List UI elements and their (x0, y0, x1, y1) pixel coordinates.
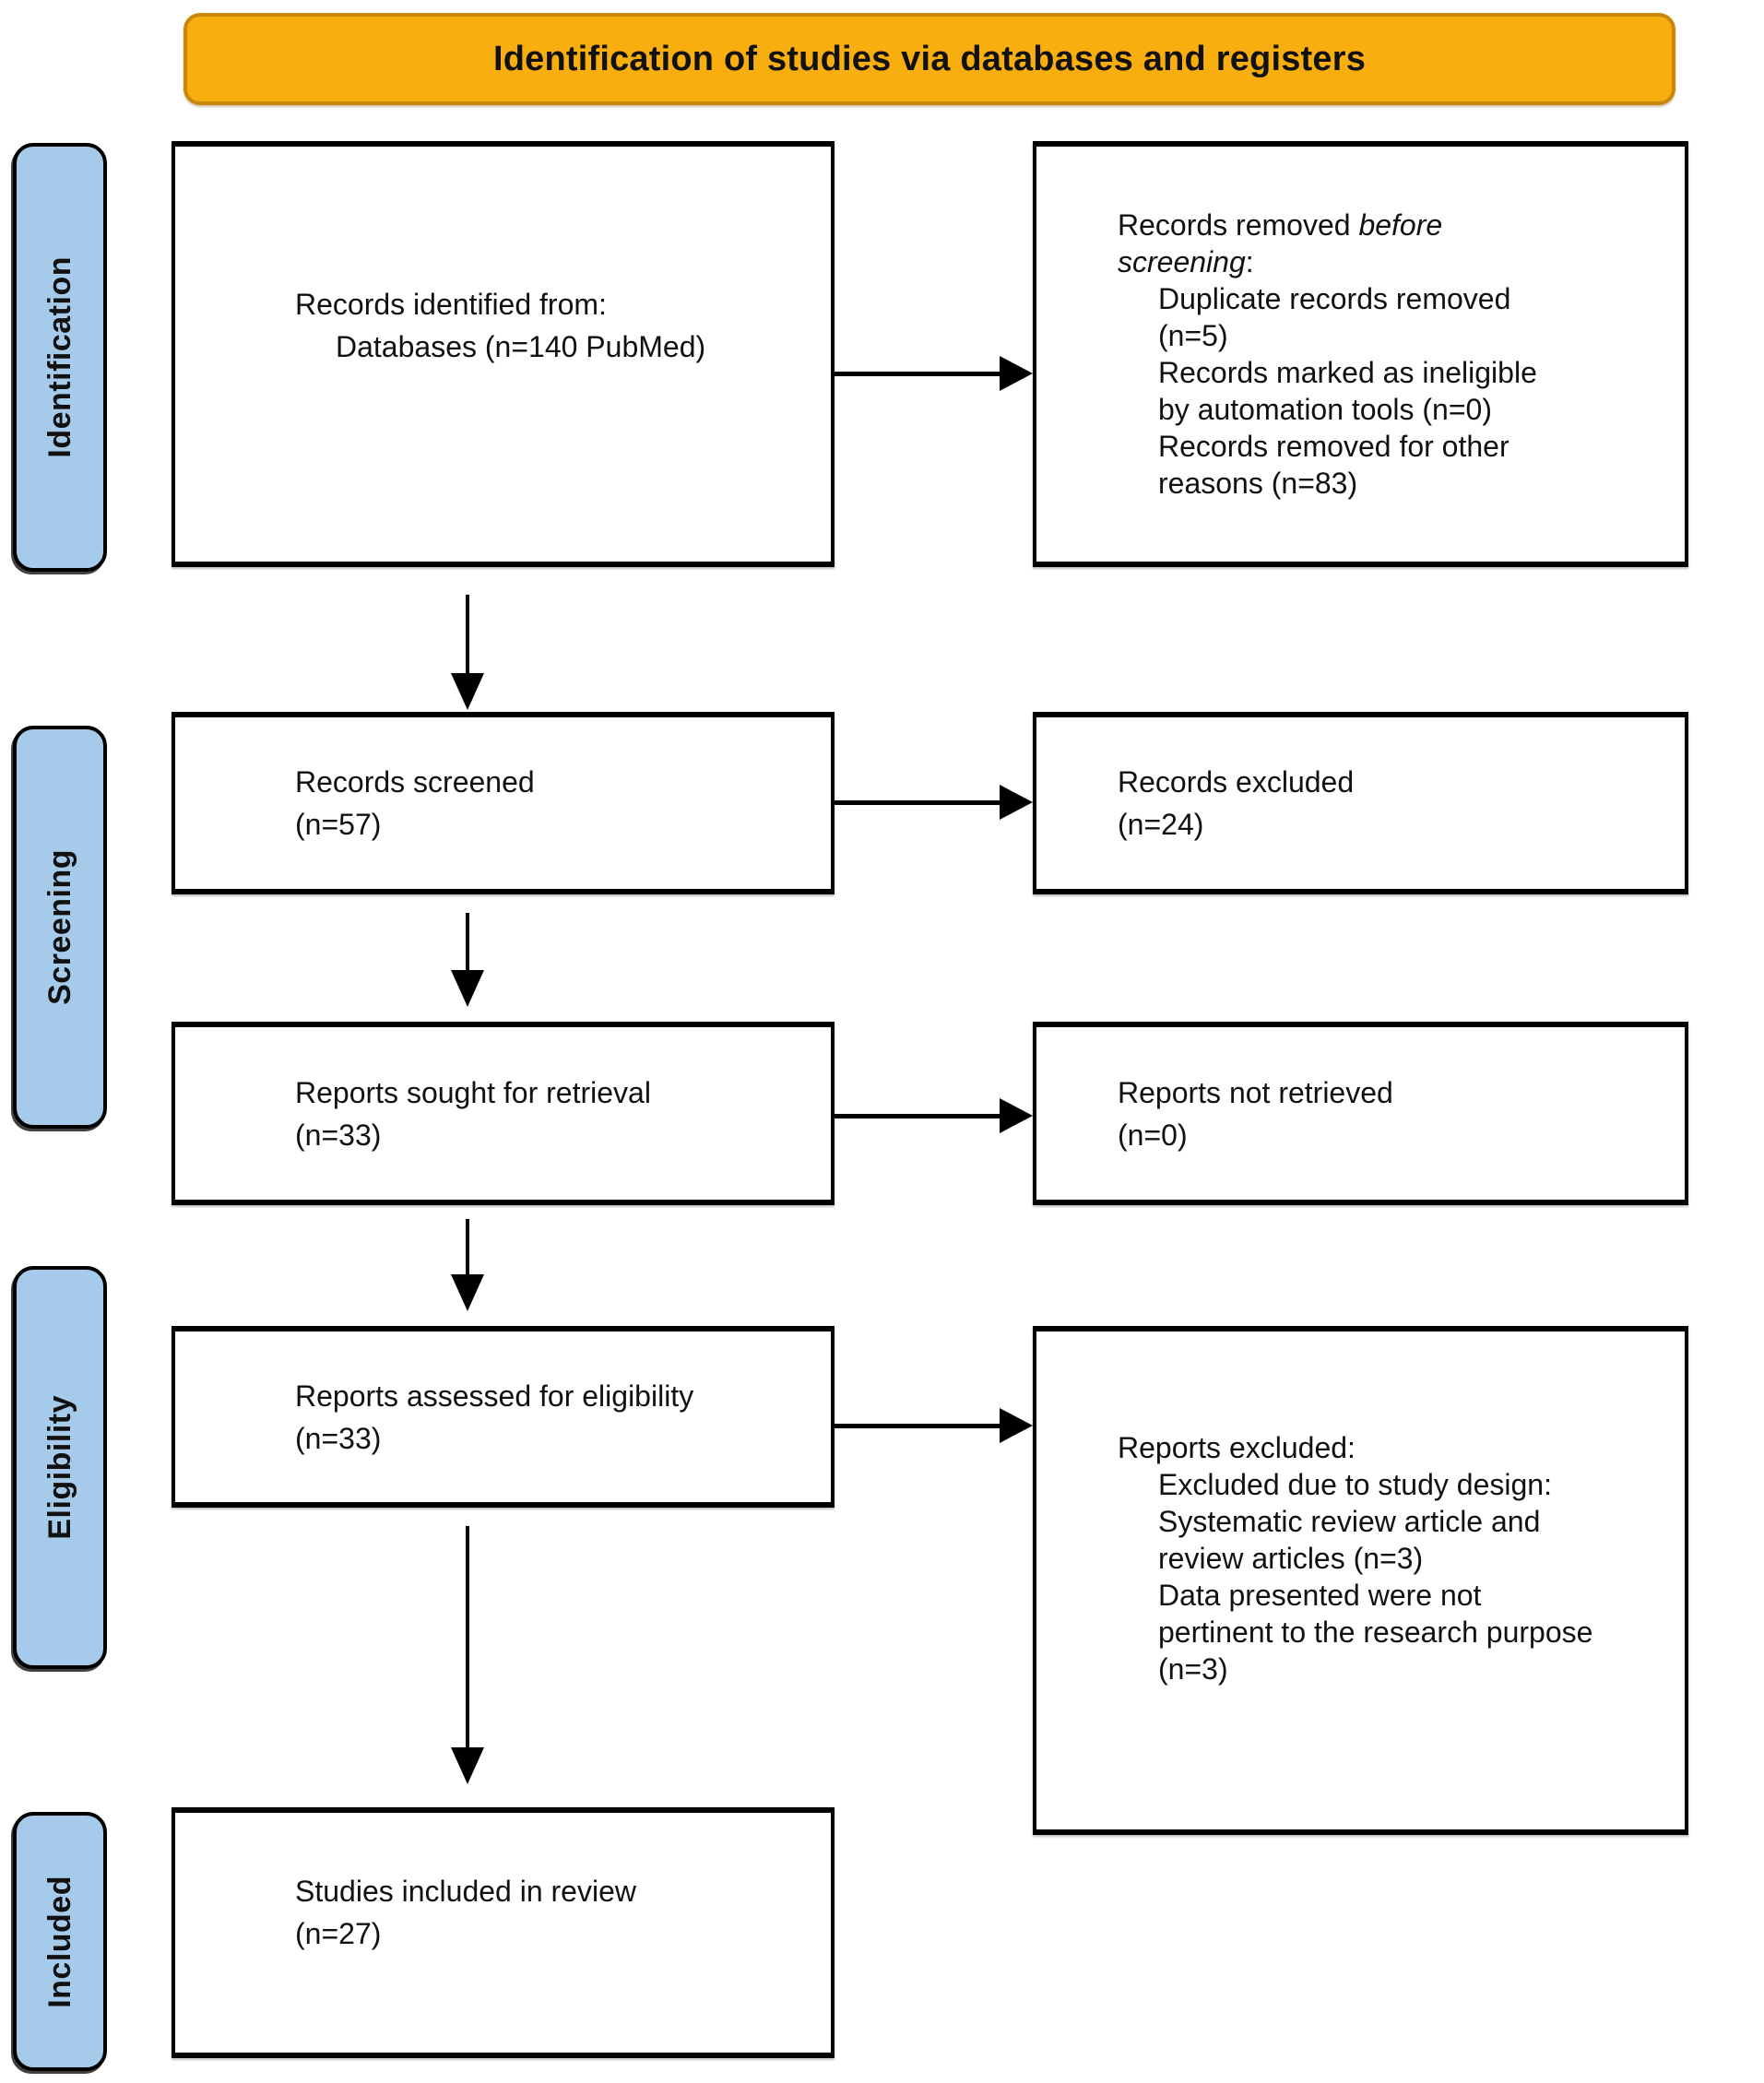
box-records-identified-line1: Records identified from: (295, 288, 607, 321)
box-records-excluded-line2: (n=24) (1118, 808, 1204, 841)
arrowhead-down-icon (451, 673, 484, 710)
box-records-excluded: Records excluded (n=24) (1033, 712, 1688, 894)
arrow-sought-to-assessed (451, 1219, 484, 1311)
box-reports-assessed-line1: Reports assessed for eligibility (295, 1379, 694, 1413)
arrowhead-down-icon (451, 970, 484, 1007)
phase-label-identification-text: Identification (41, 256, 77, 458)
arrowhead-right-icon (1000, 1408, 1033, 1443)
box-reports-assessed-line2: (n=33) (295, 1421, 382, 1455)
box-reports-not-retrieved: Reports not retrieved (n=0) (1033, 1022, 1688, 1205)
phase-label-eligibility: Eligibility (13, 1266, 107, 1669)
arrowhead-down-icon (451, 1747, 484, 1784)
arrow-shaft (466, 1526, 469, 1747)
box-records-removed-item: reasons (n=83) (1158, 467, 1358, 500)
arrow-shaft (466, 595, 469, 673)
phase-label-screening-text: Screening (41, 849, 77, 1005)
box-studies-included: Studies included in review (n=27) (172, 1807, 835, 2058)
arrow-screened-to-excluded (835, 785, 1033, 820)
box-reports-not-retrieved-line1: Reports not retrieved (1118, 1075, 1393, 1109)
box-records-screened-line1: Records screened (295, 765, 535, 799)
box-reports-sought-line2: (n=33) (295, 1118, 382, 1152)
arrow-shaft (835, 799, 1000, 805)
box-reports-excluded-item: review articles (n=3) (1158, 1542, 1424, 1575)
arrow-assessed-to-included (451, 1526, 484, 1784)
box-reports-sought: Reports sought for retrieval (n=33) (172, 1022, 835, 1205)
arrow-sought-to-not-retrieved (835, 1098, 1033, 1133)
box-reports-excluded: Reports excluded: Excluded due to study … (1033, 1326, 1688, 1835)
arrow-shaft (835, 371, 1000, 376)
arrowhead-right-icon (1000, 1098, 1033, 1133)
arrow-shaft (466, 913, 469, 970)
box-records-removed-title-line2: screening: (1118, 245, 1254, 278)
box-studies-included-line1: Studies included in review (295, 1875, 636, 1908)
box-records-removed: Records removed before screening: Duplic… (1033, 141, 1688, 567)
arrow-screened-to-sought (451, 913, 484, 1007)
box-records-removed-item: Records marked as ineligible (1158, 356, 1537, 389)
phase-label-included-text: Included (41, 1875, 77, 2008)
box-records-removed-item: (n=5) (1158, 319, 1228, 352)
arrow-shaft (835, 1113, 1000, 1118)
phase-label-screening: Screening (13, 726, 107, 1129)
arrow-shaft (835, 1423, 1000, 1428)
box-reports-excluded-item: Systematic review article and (1158, 1505, 1541, 1538)
box-reports-excluded-item: pertinent to the research purpose (1158, 1616, 1593, 1649)
arrow-identified-to-removed (835, 356, 1033, 391)
box-records-removed-item: by automation tools (n=0) (1158, 393, 1492, 426)
arrowhead-down-icon (451, 1274, 484, 1311)
box-records-screened-line2: (n=57) (295, 808, 382, 841)
box-records-removed-item: Records removed for other (1158, 430, 1509, 463)
arrow-identified-to-screened (451, 595, 484, 710)
phase-banner: Identification of studies via databases … (184, 13, 1675, 105)
box-records-removed-item: Duplicate records removed (1158, 282, 1511, 315)
box-records-removed-title-line1: Records removed before (1118, 208, 1443, 242)
arrow-shaft (466, 1219, 469, 1274)
box-records-excluded-line1: Records excluded (1118, 765, 1355, 799)
arrowhead-right-icon (1000, 356, 1033, 391)
box-records-identified-line2: Databases (n=140 PubMed) (336, 330, 706, 363)
box-reports-not-retrieved-line2: (n=0) (1118, 1118, 1188, 1152)
box-reports-assessed: Reports assessed for eligibility (n=33) (172, 1326, 835, 1508)
box-reports-excluded-item: Data presented were not (1158, 1579, 1482, 1612)
arrow-assessed-to-reports-excluded (835, 1408, 1033, 1443)
phase-label-included: Included (13, 1812, 107, 2071)
box-studies-included-line2: (n=27) (295, 1917, 382, 1950)
box-reports-excluded-title: Reports excluded: (1118, 1431, 1356, 1464)
arrowhead-right-icon (1000, 785, 1033, 820)
box-reports-sought-line1: Reports sought for retrieval (295, 1075, 651, 1109)
box-reports-excluded-item: Excluded due to study design: (1158, 1468, 1552, 1501)
phase-label-identification: Identification (13, 143, 107, 572)
box-records-identified: Records identified from: Databases (n=14… (172, 141, 835, 567)
box-records-screened: Records screened (n=57) (172, 712, 835, 894)
banner-title: Identification of studies via databases … (492, 39, 1367, 78)
phase-label-eligibility-text: Eligibility (41, 1395, 77, 1540)
box-reports-excluded-item: (n=3) (1158, 1652, 1228, 1686)
